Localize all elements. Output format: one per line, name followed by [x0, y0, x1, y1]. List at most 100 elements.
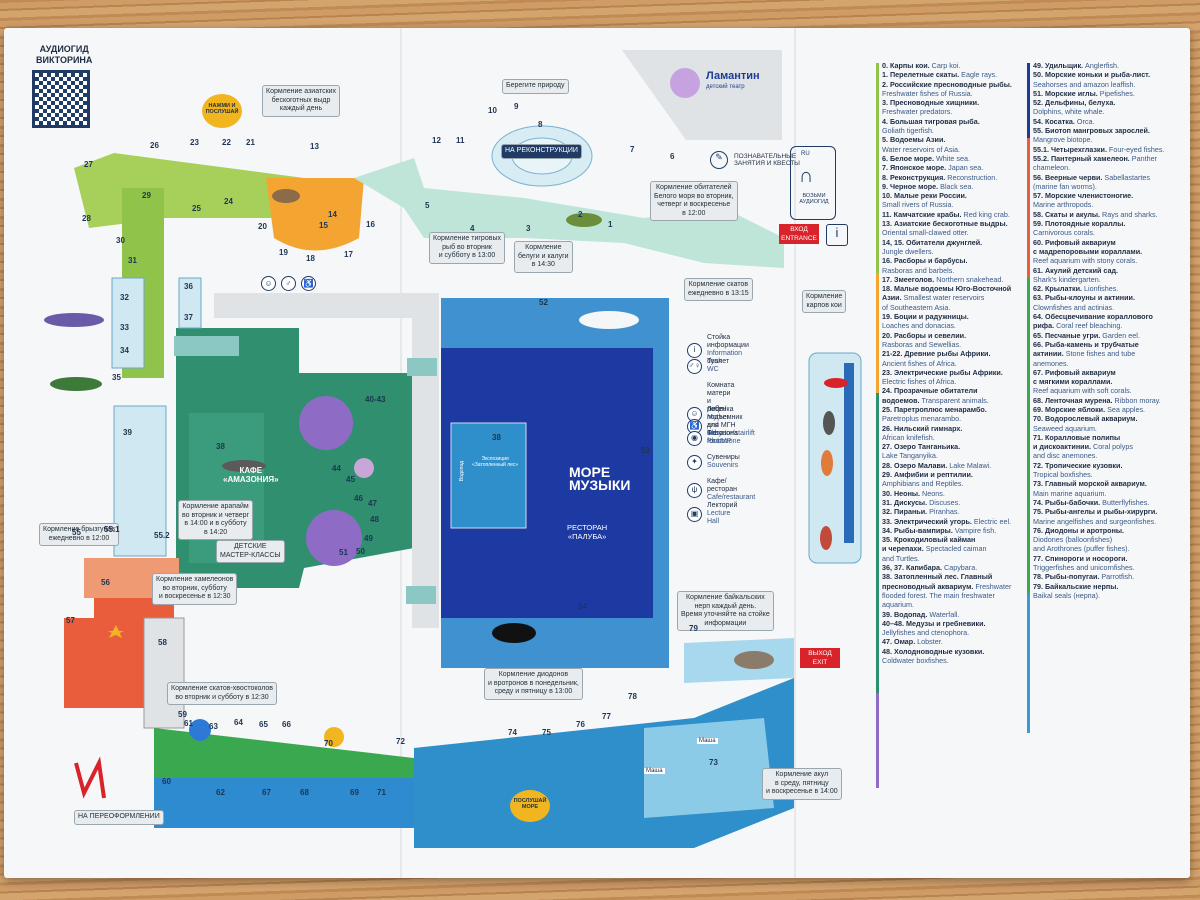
legend-en: Anglerfish. — [1083, 61, 1120, 70]
legend-bar-africa — [876, 393, 879, 693]
legend-entry: Reef aquarium with stony corals. — [1033, 256, 1164, 265]
legend-entry: Seahorses and amazon leaffish. — [1033, 80, 1164, 89]
zone-number-n31: 31 — [128, 256, 137, 265]
zone-number-n63: 63 — [209, 722, 218, 731]
legend-en: Jellyfishes and ctenophora. — [882, 628, 970, 638]
angelfish — [189, 719, 211, 741]
service-en: Elevator/stairlift for LMP — [707, 430, 755, 445]
legend-ru: 7. Японское море. — [882, 163, 947, 173]
legend-entry: 50. Морские коньки и рыба-лист. — [1033, 70, 1164, 79]
legend-ru: 35. Крокодиловый кайман — [882, 535, 976, 545]
legend-entry: 1. Перелетные скаты. Eagle rays. — [882, 70, 1012, 79]
legend-en: Dolphins, white whale. — [1033, 107, 1105, 117]
legend-bar-jelly — [876, 693, 879, 788]
legend-en: Paretroplus menarambo. — [882, 414, 962, 424]
baby-room-icon: ☺ — [261, 276, 276, 291]
legend-en: Panther — [1129, 153, 1157, 163]
zone-number-n52: 52 — [539, 298, 548, 307]
legend-ru: рифа. — [1033, 321, 1055, 331]
legend-en: Coral reef bleaching. — [1054, 321, 1123, 331]
legend-entry: 5. Водоемы Азии. — [882, 135, 1012, 144]
legend-ru: 16. Расборы и барбусы. — [882, 256, 968, 266]
legend-en: Piranhas. — [927, 507, 960, 517]
legend-bar-freshwater — [876, 63, 879, 273]
legend-en: Sabellastartes — [1102, 172, 1150, 182]
legend-en: Northern snakehead. — [934, 274, 1004, 284]
listen-sea-bubble[interactable]: ПОСЛУШАЙ МОРЕ — [510, 790, 550, 822]
service-ru: Лифт/подъемник для МГН — [707, 406, 743, 429]
zone-number-n77: 77 — [602, 712, 611, 721]
service-ru: Туалет — [707, 358, 730, 365]
legend-ru: 71. Коралловые полипы — [1033, 432, 1121, 442]
legend-en: Eagle rays. — [959, 70, 998, 80]
legend-en: Clownfishes and actinias. — [1033, 302, 1115, 312]
zone-number-n51: 51 — [339, 548, 348, 557]
zone-number-n13: 13 — [310, 142, 319, 151]
press-listen-bubble[interactable]: НАЖМИ И ПОСЛУШАЙ — [202, 94, 242, 128]
legend-ru: 18. Малые водоемы Юго-Восточной — [882, 284, 1012, 294]
legend-entry: 16. Расборы и барбусы. — [882, 256, 1012, 265]
legend-entry: 55.2. Пантерный хамелеон. Panther — [1033, 154, 1164, 163]
zone-number-n25: 25 — [192, 204, 201, 213]
legend-en: chameleon. — [1033, 163, 1071, 173]
legend-entry: and Arothrones (puffer fishes). — [1033, 544, 1164, 553]
service-ru: Комната матери и ребенка — [707, 382, 735, 413]
legend-ru: 74. Рыбы-бабочки. — [1033, 497, 1101, 507]
legend-en: and disc anemones. — [1033, 451, 1098, 461]
zone-number-n24: 24 — [224, 197, 233, 206]
camera-icon: ◉ — [687, 430, 702, 446]
legend-bar-asia — [876, 273, 879, 393]
legend-entry: 8. Реконструкция. Reconstruction. — [882, 173, 1012, 182]
zone-number-n53: 53 — [641, 446, 650, 455]
souvenir-icon: ✦ — [687, 454, 702, 470]
zone-number-n67: 67 — [262, 788, 271, 797]
legend-entry: 60. Рифовый аквариум — [1033, 238, 1164, 247]
jellyfish — [354, 458, 374, 478]
legend-ru: 77. Спинороги и носороги. — [1033, 553, 1128, 563]
legend-entry: aquarium. — [882, 600, 1012, 609]
legend-entry: 39. Водопад. Waterfall. — [882, 610, 1012, 619]
legend-en: Lionfishes. — [1082, 284, 1119, 294]
legend-column-2: 49. Удильщик. Anglerfish.50. Морские кон… — [1033, 61, 1164, 600]
legend-en: Seaweed aquarium. — [1033, 423, 1097, 433]
ru-badge: RU — [801, 151, 810, 157]
zone-number-n26: 26 — [150, 141, 159, 150]
legend-ru: 10. Малые реки России. — [882, 191, 967, 201]
qr-code[interactable] — [32, 70, 90, 128]
legend-en: Butterflyfishes. — [1100, 497, 1150, 507]
legend-en: (marine fan worms). — [1033, 181, 1097, 191]
feeding-seals: Кормление байкальских нерп каждый день. … — [677, 591, 774, 631]
legend-entry: 25. Паретроплюс менарамбо. — [882, 405, 1012, 414]
waterfall-label: Водопад — [459, 460, 466, 482]
legend-en: Stone fishes and tube — [1063, 349, 1136, 359]
legend-entry: 32. Пираньи. Piranhas. — [882, 507, 1012, 516]
legend-bar-mangrove — [1027, 138, 1030, 278]
legend-en: Reef aquarium with soft corals. — [1033, 386, 1132, 396]
legend-en: Vampire fish. — [952, 525, 997, 535]
reef-corridor — [154, 728, 414, 788]
legend-entry: с мягкими кораллами. — [1033, 377, 1164, 386]
zone-number-n75: 75 — [542, 728, 551, 737]
baby-room-icon: ☺ — [687, 406, 702, 422]
legend-ru: 5. Водоемы Азии. — [882, 135, 946, 145]
zone-number-n50: 50 — [356, 547, 365, 556]
legend-ru: 38. Затопленный лес. Главный — [882, 572, 993, 582]
zone-number-n38b: 38 — [492, 433, 501, 442]
legend-ru: 70. Водорослевый аквариум. — [1033, 414, 1138, 424]
legend-en: Carp koi. — [929, 61, 961, 70]
legend-ru: 57. Морские членистоногие. — [1033, 191, 1134, 201]
legend-en: Spectacled caiman — [923, 544, 987, 554]
legend-en: Rays and sharks. — [1100, 209, 1158, 219]
otter — [272, 189, 300, 203]
legend-entry: Mangrove biotope. — [1033, 135, 1164, 144]
zone-number-n17: 17 — [344, 250, 353, 259]
legend-en: Lake Tanganyika. — [882, 451, 938, 461]
tanks-36-37 — [178, 277, 202, 329]
legend-en: Water reservoirs of Asia. — [882, 144, 961, 154]
audioguide-box[interactable]: RU ∩ ВОЗЬМИ АУДИОГИД — [790, 146, 836, 220]
legend-entry: of Southeastern Asia. — [882, 303, 1012, 312]
legend-bar-reef — [1027, 278, 1030, 593]
